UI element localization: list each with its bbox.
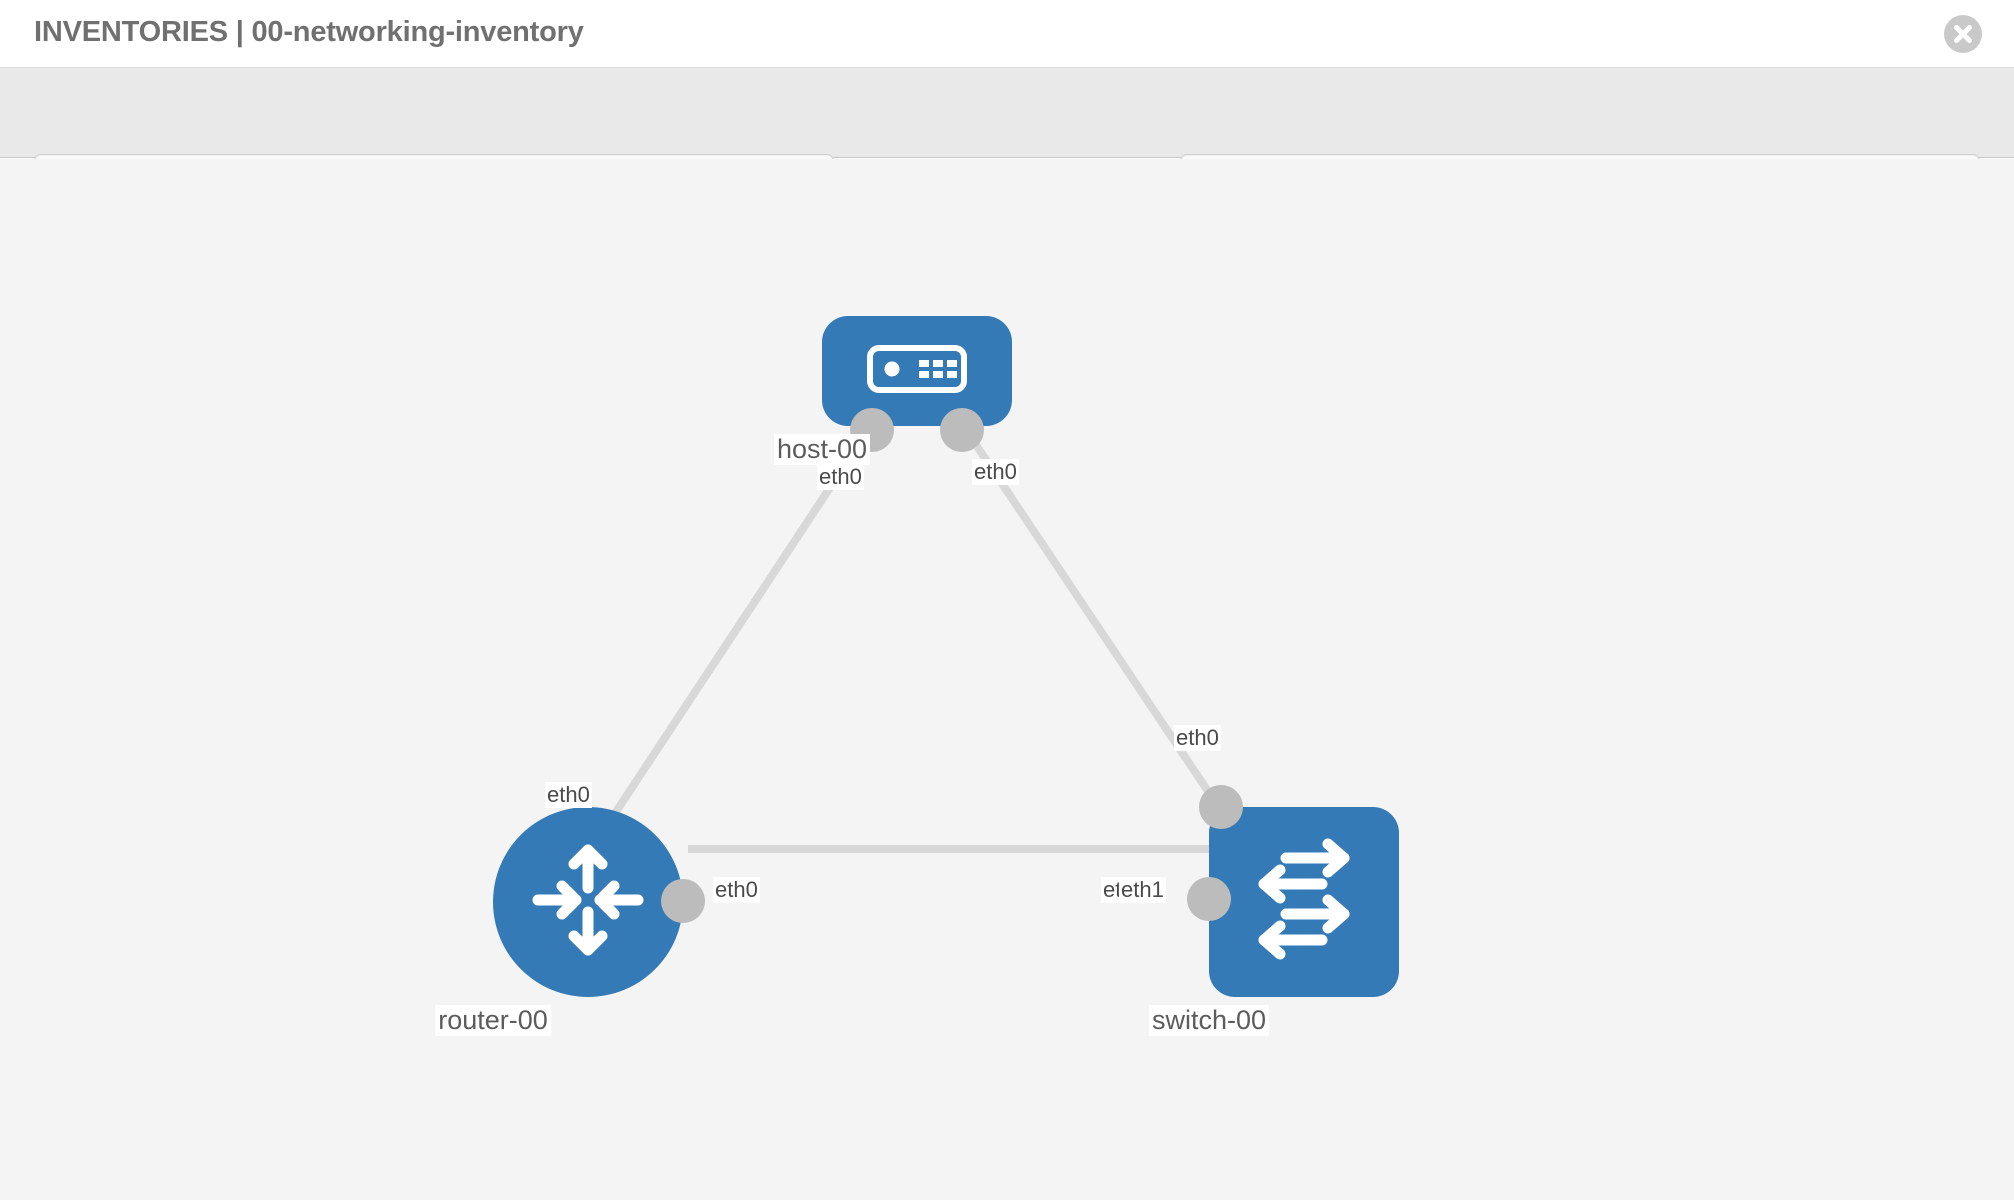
- port-label-router-eth0-top: eth0: [545, 782, 592, 808]
- router-node-shape: [493, 807, 683, 997]
- topology-canvas[interactable]: host-00 eth0 eth0: [0, 159, 2014, 1200]
- node-switch-00-label: switch-00: [1148, 1005, 1270, 1036]
- close-button[interactable]: [1944, 15, 1982, 53]
- link-host-switch: [958, 421, 1244, 842]
- port-host-eth0-right[interactable]: [940, 408, 984, 452]
- port-switch-eth1-left[interactable]: [1187, 877, 1231, 921]
- toolbar: ACTIONS SEARC: [0, 68, 2014, 212]
- page-header: INVENTORIES | 00-networking-inventory: [0, 0, 2014, 68]
- node-host-00-label: host-00: [773, 434, 871, 465]
- host-node-shape: [822, 316, 1012, 426]
- port-label-router-eth0-right: eth0: [713, 877, 760, 903]
- port-label-host-eth0-right: eth0: [972, 459, 1019, 485]
- switch-node-shape: [1209, 807, 1399, 997]
- link-host-router: [594, 421, 876, 842]
- close-icon: [1944, 15, 1982, 53]
- port-label-host-eth0-left: eth0: [817, 464, 864, 490]
- port-switch-eth0-top[interactable]: [1199, 785, 1243, 829]
- switch-arrows-icon: [1240, 836, 1368, 969]
- topology-links: [594, 421, 1244, 853]
- node-router-00-label: router-00: [435, 1005, 551, 1036]
- server-icon: [867, 344, 967, 398]
- port-label-switch-eth1: eth1: [1119, 877, 1166, 903]
- port-router-eth0-right[interactable]: [661, 879, 705, 923]
- port-label-switch-eth0-top: eth0: [1174, 725, 1221, 751]
- router-arrows-icon: [524, 836, 652, 969]
- page-title: INVENTORIES | 00-networking-inventory: [34, 16, 584, 48]
